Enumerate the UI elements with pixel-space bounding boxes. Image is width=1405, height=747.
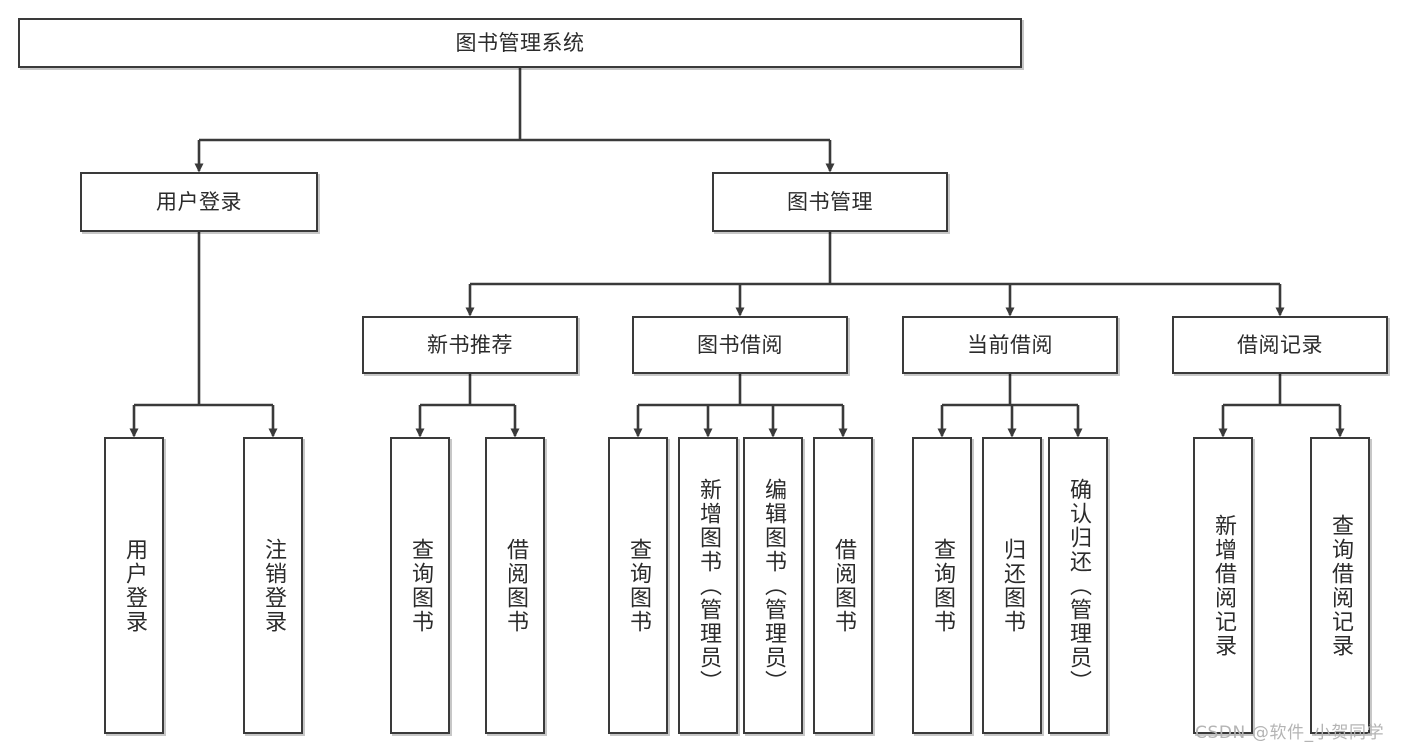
node-label-leaf_return_book: 归还图书 [1000,537,1025,634]
node-label-leaf_query_book3: 查询图书 [930,537,955,634]
node-label-leaf_query_book2: 查询图书 [626,537,651,634]
node-label-root: 图书管理系统 [455,30,585,55]
node-label-leaf_add_record: 新增借阅记录 [1211,513,1236,658]
node-label-leaf_edit_book: 编辑图书（管理员） [761,477,786,694]
node-user_login[interactable]: 用户登录 [80,172,318,232]
node-leaf_query_book1[interactable]: 查询图书 [390,437,450,734]
node-leaf_edit_book[interactable]: 编辑图书（管理员） [743,437,803,734]
node-borrow_record[interactable]: 借阅记录 [1172,316,1388,374]
node-label-leaf_confirm_ret: 确认归还（管理员） [1066,477,1091,694]
node-label-book_manage: 图书管理 [787,189,873,214]
node-current_borrow[interactable]: 当前借阅 [902,316,1118,374]
node-label-leaf_borrow_book2: 借阅图书 [831,537,856,634]
node-label-leaf_borrow_book1: 借阅图书 [503,537,528,634]
node-label-leaf_user_login: 用户登录 [122,537,147,634]
node-leaf_borrow_book1[interactable]: 借阅图书 [485,437,545,734]
node-book_manage[interactable]: 图书管理 [712,172,948,232]
node-leaf_confirm_ret[interactable]: 确认归还（管理员） [1048,437,1108,734]
node-label-current_borrow: 当前借阅 [967,332,1053,357]
node-leaf_add_record[interactable]: 新增借阅记录 [1193,437,1253,734]
node-leaf_user_login[interactable]: 用户登录 [104,437,164,734]
node-root[interactable]: 图书管理系统 [18,18,1022,68]
node-leaf_query_book2[interactable]: 查询图书 [608,437,668,734]
node-book_borrow[interactable]: 图书借阅 [632,316,848,374]
node-leaf_query_book3[interactable]: 查询图书 [912,437,972,734]
node-leaf_query_record[interactable]: 查询借阅记录 [1310,437,1370,734]
node-label-leaf_query_record: 查询借阅记录 [1328,513,1353,658]
node-label-leaf_logout: 注销登录 [261,537,286,634]
node-label-user_login: 用户登录 [156,189,242,214]
node-leaf_return_book[interactable]: 归还图书 [982,437,1042,734]
node-leaf_borrow_book2[interactable]: 借阅图书 [813,437,873,734]
node-new_book_rec[interactable]: 新书推荐 [362,316,578,374]
node-label-leaf_query_book1: 查询图书 [408,537,433,634]
node-leaf_add_book[interactable]: 新增图书（管理员） [678,437,738,734]
node-leaf_logout[interactable]: 注销登录 [243,437,303,734]
node-label-borrow_record: 借阅记录 [1237,332,1323,357]
node-label-leaf_add_book: 新增图书（管理员） [696,477,721,694]
watermark-text: CSDN @软件_小贺同学 [1195,723,1385,743]
node-label-book_borrow: 图书借阅 [697,332,783,357]
node-label-new_book_rec: 新书推荐 [427,332,513,357]
